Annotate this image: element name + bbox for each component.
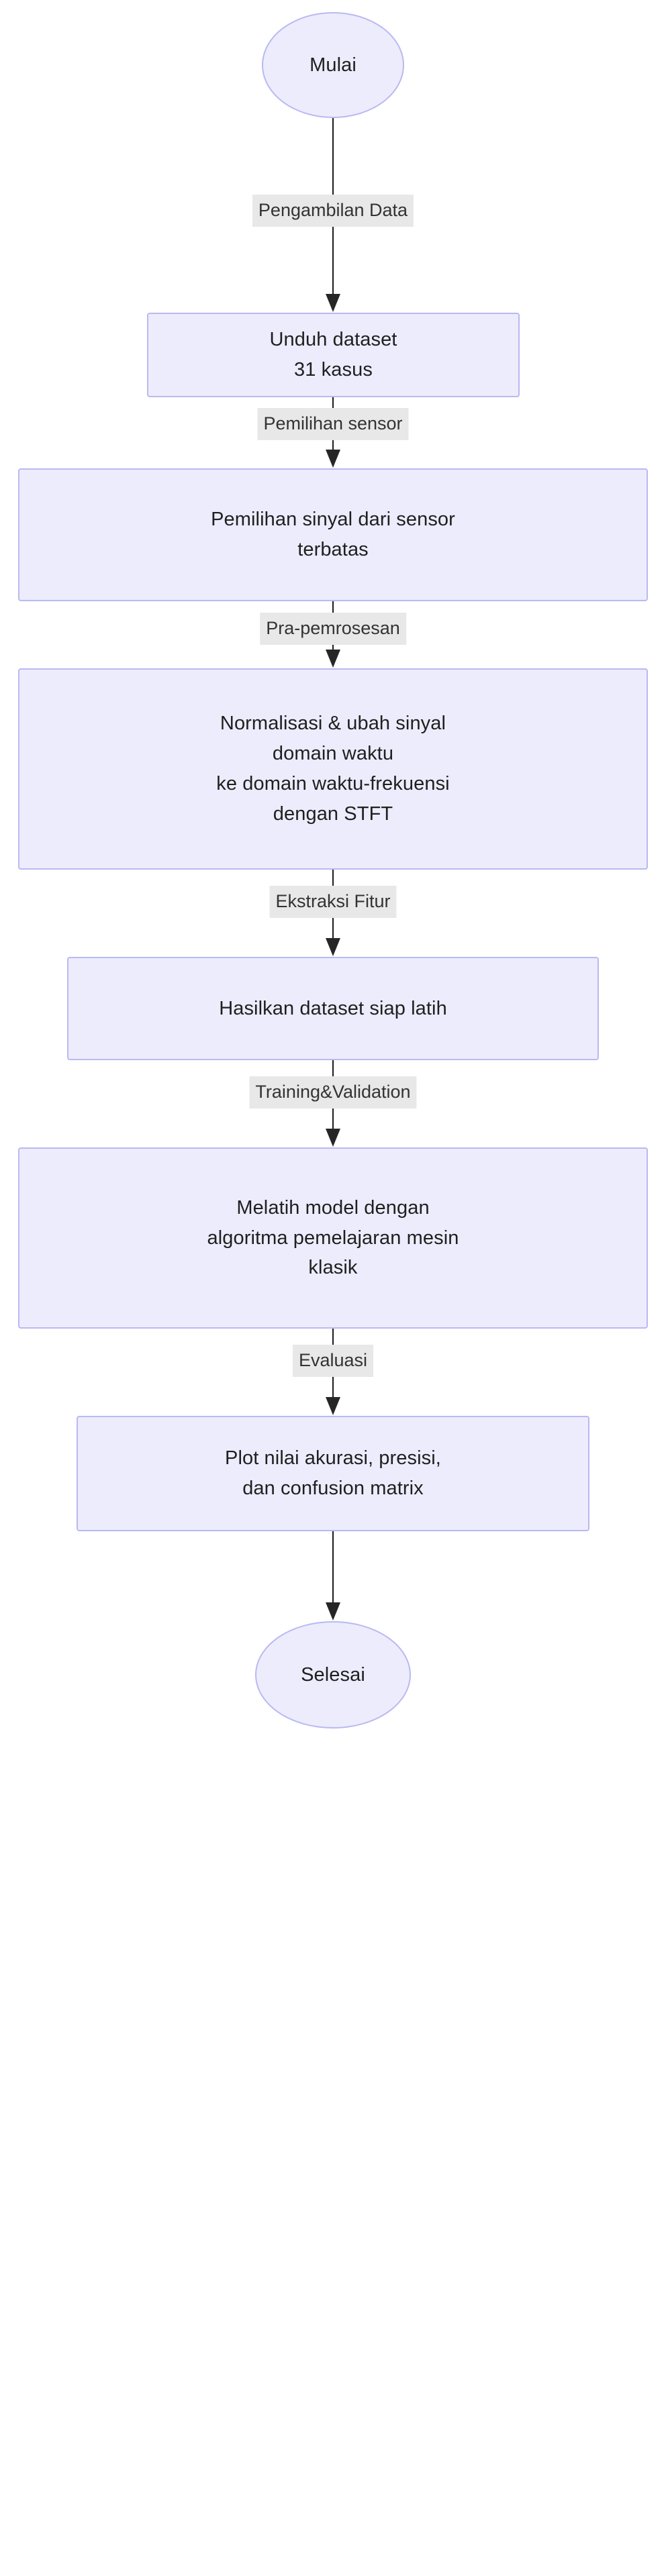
node-normalisasi-stft[interactable]: Normalisasi & ubah sinyal domain waktu k… [18, 668, 648, 870]
node-plot-evaluasi[interactable]: Plot nilai akurasi, presisi, dan confusi… [77, 1416, 589, 1531]
edge-label-pemilihan-sensor: Pemilihan sensor [257, 408, 409, 441]
node-pemilihan-sinyal[interactable]: Pemilihan sinyal dari sensor terbatas [18, 468, 648, 601]
node-hasilkan-dataset-label: Hasilkan dataset siap latih [219, 997, 447, 1019]
node-melatih-model[interactable]: Melatih model dengan algoritma pemelajar… [18, 1147, 648, 1329]
edge-label-pemilihan-sensor-text: Pemilihan sensor [263, 413, 403, 433]
edge-label-training-validation: Training&Validation [249, 1076, 417, 1109]
node-unduh-dataset-label: Unduh dataset 31 kasus [269, 329, 397, 380]
edge-label-evaluasi-text: Evaluasi [298, 1350, 368, 1370]
edge-label-pra-pemrosesan-text: Pra-pemrosesan [266, 618, 400, 638]
connector-plot-to-selesai [326, 1531, 340, 1620]
edge-label-pra-pemrosesan: Pra-pemrosesan [260, 613, 406, 646]
node-plot-evaluasi-label: Plot nilai akurasi, presisi, dan confusi… [225, 1447, 441, 1499]
node-normalisasi-stft-label: Normalisasi & ubah sinyal domain waktu k… [216, 713, 450, 825]
edge-label-pengambilan-data-text: Pengambilan Data [258, 200, 408, 220]
node-melatih-model-label: Melatih model dengan algoritma pemelajar… [207, 1196, 459, 1279]
node-pemilihan-sinyal-label: Pemilihan sinyal dari sensor terbatas [211, 509, 455, 560]
node-mulai-label: Mulai [310, 54, 356, 76]
node-selesai-label: Selesai [301, 1663, 365, 1686]
edge-label-ekstraksi-fitur: Ekstraksi Fitur [269, 886, 397, 919]
node-unduh-dataset[interactable]: Unduh dataset 31 kasus [147, 313, 520, 397]
node-mulai[interactable]: Mulai [262, 12, 404, 118]
node-selesai[interactable]: Selesai [255, 1621, 411, 1729]
edge-label-evaluasi: Evaluasi [292, 1345, 374, 1378]
edge-label-ekstraksi-fitur-text: Ekstraksi Fitur [275, 891, 391, 911]
edge-label-pengambilan-data: Pengambilan Data [252, 195, 414, 227]
edge-label-training-validation-text: Training&Validation [255, 1082, 411, 1102]
node-hasilkan-dataset[interactable]: Hasilkan dataset siap latih [67, 957, 599, 1060]
